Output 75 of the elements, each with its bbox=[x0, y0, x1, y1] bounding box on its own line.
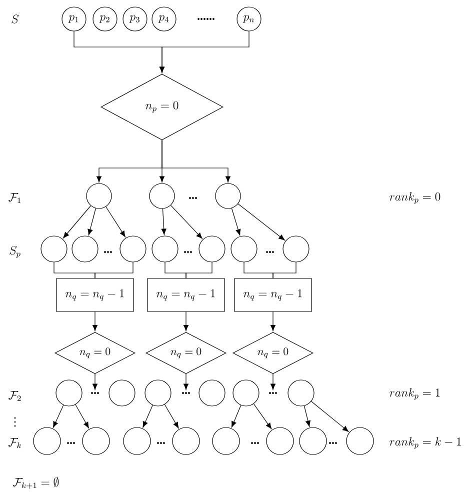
circle bbox=[288, 380, 314, 406]
ellipsis: ... bbox=[104, 251, 112, 253]
ellipsis: ... bbox=[182, 392, 190, 394]
ellipsis: ... bbox=[266, 251, 274, 253]
process-box: $n_q = n_q-1$ bbox=[56, 278, 134, 312]
circle bbox=[282, 236, 310, 262]
arrow bbox=[88, 208, 96, 236]
circle bbox=[144, 380, 172, 406]
arrow bbox=[311, 401, 349, 432]
bracket-arrow bbox=[159, 31, 250, 73]
circle bbox=[230, 236, 258, 262]
circle bbox=[108, 380, 136, 406]
circle bbox=[33, 427, 61, 455]
arrow bbox=[142, 404, 153, 428]
circle bbox=[120, 236, 146, 262]
arrow bbox=[92, 312, 98, 332]
rank-label: $rank_p = k - 1$ bbox=[390, 437, 461, 449]
circle bbox=[266, 427, 294, 455]
arrow bbox=[164, 404, 179, 428]
rank-label: $rank_p = 1$ bbox=[390, 388, 440, 400]
row-label: $\mathcal{F}_1$ bbox=[8, 193, 21, 203]
circle bbox=[152, 236, 178, 262]
circle bbox=[172, 427, 200, 455]
circle bbox=[212, 427, 240, 455]
circle bbox=[232, 380, 260, 406]
ellipsis: ... bbox=[67, 442, 75, 444]
circle bbox=[149, 183, 175, 209]
arrow bbox=[183, 374, 189, 390]
row-label: $\mathcal{F}_{k+1} = \emptyset$ bbox=[13, 476, 59, 489]
process-box: $n_q = n_q-1$ bbox=[147, 278, 225, 312]
ellipsis: ...... bbox=[198, 18, 214, 20]
circle bbox=[215, 183, 241, 209]
circle bbox=[86, 183, 112, 209]
ellipsis: ... bbox=[329, 442, 337, 444]
circle bbox=[56, 380, 82, 406]
bracket-line bbox=[272, 262, 296, 278]
bracket-line bbox=[94, 262, 134, 278]
circle bbox=[40, 236, 68, 262]
ellipsis: ... bbox=[269, 392, 277, 394]
row-label: $\vdots$ bbox=[14, 417, 16, 427]
arrow bbox=[170, 205, 202, 239]
ellipsis: ... bbox=[91, 392, 99, 394]
arrow bbox=[52, 404, 64, 428]
circle bbox=[82, 427, 110, 455]
arrow bbox=[304, 406, 310, 427]
ellipsis: ... bbox=[157, 442, 165, 444]
circle bbox=[346, 427, 374, 455]
circle bbox=[198, 380, 226, 406]
row-label: $\mathcal{F}_2$ bbox=[8, 391, 21, 401]
ellipsis: ... bbox=[251, 442, 259, 444]
arrow bbox=[183, 312, 189, 332]
arrow bbox=[231, 208, 241, 236]
row-label: $S_p$ bbox=[10, 246, 20, 258]
arrow bbox=[270, 312, 276, 332]
circle bbox=[72, 236, 98, 262]
rank-label: $rank_p = 0$ bbox=[390, 192, 440, 204]
ellipsis: ... bbox=[189, 197, 197, 199]
arrow bbox=[75, 404, 89, 428]
bracket-line bbox=[186, 262, 212, 278]
circle bbox=[299, 427, 327, 455]
ellipsis: ... bbox=[184, 251, 192, 253]
row-label: $\mathcal{F}_k$ bbox=[8, 438, 21, 448]
circle bbox=[123, 427, 151, 455]
arrow bbox=[270, 374, 276, 390]
arrow bbox=[253, 404, 272, 430]
row-label: $S$ bbox=[12, 14, 19, 24]
arrow bbox=[162, 140, 231, 182]
process-box: $n_q = n_q-1$ bbox=[234, 278, 312, 312]
arrow bbox=[231, 404, 242, 428]
arrow bbox=[63, 205, 92, 238]
arrow bbox=[238, 204, 285, 240]
arrow bbox=[161, 208, 166, 235]
arrow bbox=[92, 374, 98, 390]
arrow bbox=[106, 206, 126, 238]
circle bbox=[198, 236, 226, 262]
